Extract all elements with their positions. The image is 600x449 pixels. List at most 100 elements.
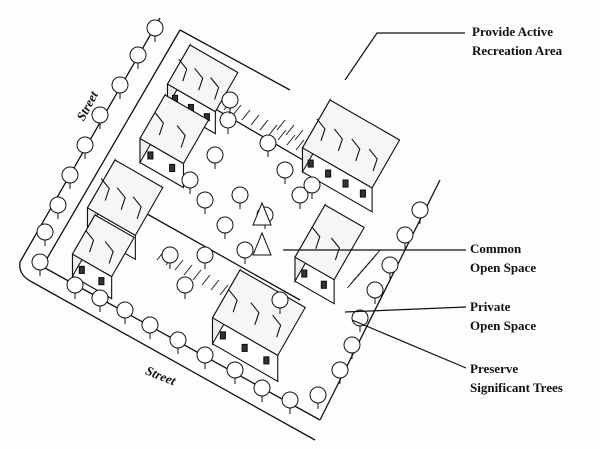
parking-stripe — [295, 139, 305, 151]
tree — [259, 134, 277, 157]
tree-canopy — [226, 361, 244, 379]
tree — [76, 136, 94, 159]
townhouse-building — [301, 97, 401, 213]
townhouse-building — [71, 212, 135, 300]
conifer-tree — [252, 231, 272, 256]
tree-canopy — [309, 386, 327, 404]
label-private-open-space: Private Open Space — [470, 297, 536, 335]
tree-canopy — [161, 246, 179, 264]
window — [325, 169, 332, 178]
tree-canopy — [343, 336, 361, 354]
building-roof — [71, 214, 135, 278]
tree-canopy — [219, 111, 237, 129]
tree-canopy — [331, 361, 349, 379]
label-line: Significant Trees — [470, 380, 563, 395]
roof-ridge — [178, 58, 188, 82]
inner-curb-left — [44, 29, 181, 263]
significant-tree — [252, 201, 272, 226]
window — [98, 277, 105, 286]
tree-canopy — [411, 201, 429, 219]
parking-stripe — [276, 119, 286, 131]
tree — [169, 331, 187, 354]
roof-ridge — [250, 302, 260, 325]
tree — [343, 336, 361, 359]
tree-canopy — [181, 171, 199, 189]
parking-stripe — [210, 279, 220, 291]
conifer-tree — [252, 201, 272, 226]
window — [78, 265, 85, 274]
roof-ridge — [154, 112, 164, 136]
parking-stripe — [250, 114, 260, 126]
window — [169, 163, 176, 172]
tree-canopy — [36, 223, 54, 241]
leader-line-private — [344, 306, 467, 313]
tree — [331, 361, 349, 384]
tree — [221, 91, 239, 114]
tree-canopy — [141, 316, 159, 334]
tree — [91, 106, 109, 129]
parking-stripe — [183, 264, 193, 276]
tree-canopy — [206, 146, 224, 164]
tree — [116, 301, 134, 324]
tree — [91, 289, 109, 312]
tree — [206, 146, 224, 169]
building-roof — [139, 94, 210, 165]
label-line: Private — [470, 299, 511, 314]
tree — [146, 19, 164, 42]
left-street-curb — [19, 261, 316, 441]
tree — [111, 76, 129, 99]
tree-canopy — [169, 331, 187, 349]
tree-canopy — [196, 191, 214, 209]
roof-ridge — [116, 187, 126, 210]
tree — [31, 253, 49, 276]
tree-canopy — [111, 76, 129, 94]
leader-line-trees — [351, 319, 467, 369]
roof-ridge — [228, 289, 238, 313]
roof-ridge — [132, 196, 142, 220]
tree-canopy — [221, 91, 239, 109]
label-line: Recreation Area — [472, 43, 563, 58]
roof-ridge — [210, 77, 220, 100]
tree-canopy — [259, 134, 277, 152]
tree-canopy — [253, 379, 271, 397]
tree — [366, 281, 384, 304]
parking-stripe — [192, 269, 202, 281]
tree — [253, 379, 271, 402]
label-line: Common — [470, 241, 522, 256]
tree-canopy — [61, 166, 79, 184]
tree — [236, 241, 254, 264]
roof-ridge — [330, 237, 340, 261]
tree-canopy — [366, 281, 384, 299]
tree — [309, 386, 327, 409]
roof-ridge — [368, 148, 378, 172]
tree — [226, 361, 244, 384]
tree-canopy — [303, 176, 321, 194]
parking-stripe — [232, 104, 242, 116]
tree — [36, 223, 54, 246]
window — [342, 179, 349, 188]
tree-canopy — [271, 291, 289, 309]
window — [359, 189, 366, 198]
leader-line-recreation — [344, 32, 465, 81]
tree-canopy — [196, 346, 214, 364]
parking-stripe — [347, 277, 356, 289]
building-roof — [294, 204, 365, 281]
tree — [161, 246, 179, 269]
tree-canopy — [66, 276, 84, 294]
tree-canopy — [31, 253, 49, 271]
tree — [303, 176, 321, 199]
window — [241, 343, 248, 352]
window — [320, 280, 327, 289]
tree — [49, 196, 67, 219]
roof-ridge — [100, 178, 110, 201]
tree — [141, 316, 159, 339]
tree-canopy — [146, 19, 164, 37]
townhouse-building — [294, 202, 365, 305]
tree — [271, 291, 289, 314]
parking-stripe — [285, 124, 295, 136]
tree-canopy — [49, 196, 67, 214]
roof-ridge — [351, 138, 361, 162]
parking-stripe — [294, 129, 304, 141]
tree — [291, 186, 309, 209]
